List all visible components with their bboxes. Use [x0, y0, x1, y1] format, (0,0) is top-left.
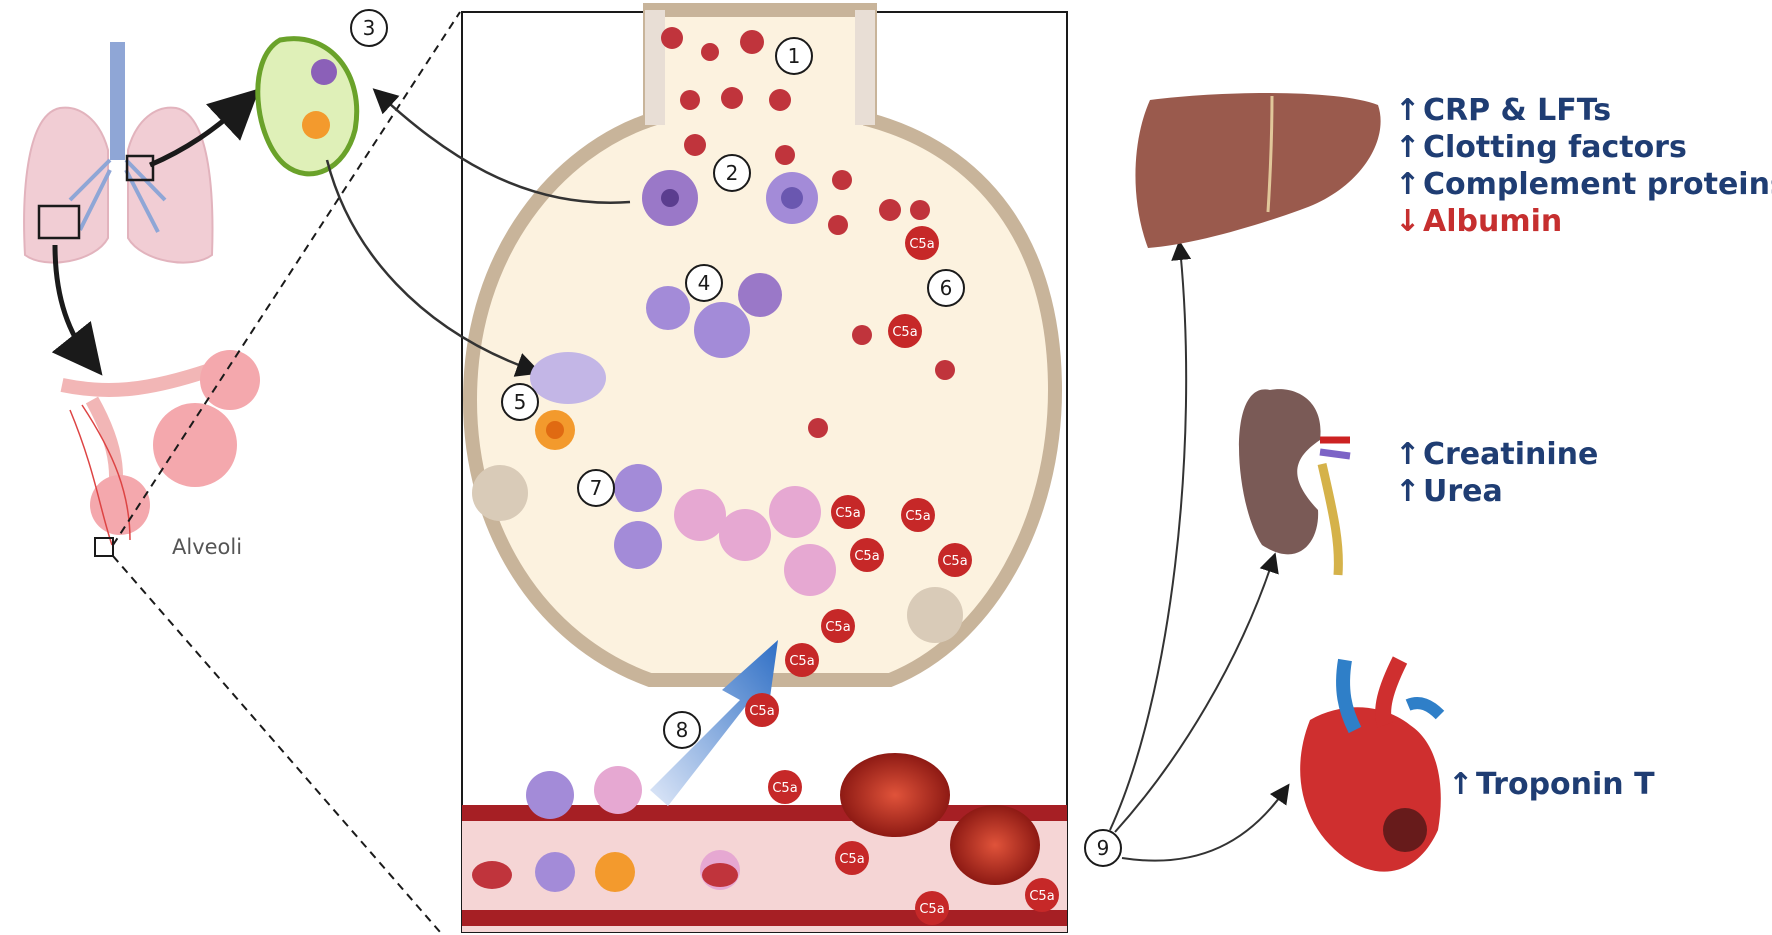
liver-markers: ↑CRP & LFTs ↑Clotting factors ↑Complemen… — [1395, 92, 1772, 240]
c5a-label: C5a — [854, 549, 879, 564]
step-number: 1 — [788, 44, 801, 68]
c5a-label: C5a — [825, 620, 850, 635]
marker-clotting: ↑Clotting factors — [1395, 130, 1687, 165]
step-number: 2 — [726, 161, 739, 185]
c5a-label: C5a — [789, 654, 814, 669]
immune-cells — [472, 170, 963, 892]
arrow-lung-to-node — [149, 88, 260, 168]
alveoli-caption: Alveoli — [172, 535, 243, 559]
liver-illustration — [1135, 93, 1381, 249]
arrow-lung-to-alveoli — [51, 244, 103, 376]
marker-albumin: ↓Albumin — [1395, 204, 1563, 239]
marker-creatinine: ↑Creatinine — [1395, 437, 1599, 472]
c5a-label: C5a — [942, 554, 967, 569]
step-number: 3 — [363, 16, 376, 40]
c5a-marker: C5a — [745, 693, 779, 727]
step-number: 7 — [590, 476, 603, 500]
c5a-label: C5a — [919, 902, 944, 917]
c5a-marker: C5a — [915, 891, 949, 925]
viruses — [661, 27, 955, 438]
arrow-to-liver — [1109, 240, 1192, 831]
c5a-marker: C5a — [768, 770, 802, 804]
c5a-label: C5a — [835, 506, 860, 521]
c5a-label: C5a — [905, 509, 930, 524]
marker-complement: ↑Complement proteins — [1395, 167, 1772, 202]
kidney-markers: ↑Creatinine ↑Urea — [1395, 436, 1598, 510]
arrow-up-icon: ↑ — [1395, 93, 1421, 128]
c5a-markers: C5a C5a C5a C5a C5a C5a C5a C5a C5a C5a … — [745, 226, 1059, 925]
heart-illustration — [1300, 656, 1445, 872]
marker-crp: ↑CRP & LFTs — [1395, 93, 1612, 128]
marker-troponin: ↑Troponin T — [1448, 767, 1655, 802]
step-number: 8 — [676, 718, 689, 742]
arrow-sac-to-node — [372, 88, 631, 204]
lung-zoom-box-left — [37, 204, 81, 240]
c5a-marker: C5a — [785, 643, 819, 677]
c5a-marker: C5a — [938, 543, 972, 577]
step-number: 9 — [1097, 836, 1110, 860]
arrow-up-icon: ↑ — [1395, 130, 1421, 165]
step-number: 6 — [940, 276, 953, 300]
step-number: 5 — [514, 390, 527, 414]
c5a-marker: C5a — [1025, 878, 1059, 912]
arrow-to-kidney — [1114, 552, 1279, 833]
c5a-label: C5a — [909, 237, 934, 252]
c5a-marker: C5a — [821, 609, 855, 643]
zoom-line-bottom — [112, 555, 441, 933]
c5a-marker: C5a — [850, 538, 884, 572]
arrow-up-icon: ↑ — [1395, 437, 1421, 472]
c5a-label: C5a — [892, 325, 917, 340]
c5a-label: C5a — [1029, 889, 1054, 904]
alveoli-illustration — [60, 350, 260, 557]
c5a-marker: C5a — [905, 226, 939, 260]
arrow-up-icon: ↑ — [1448, 767, 1474, 802]
leak-arrow — [650, 640, 778, 806]
kidney-illustration — [1238, 389, 1351, 576]
lungs-illustration — [23, 42, 214, 264]
alveoli-zoom-box — [94, 537, 114, 557]
arrow-up-icon: ↑ — [1395, 474, 1421, 509]
c5a-label: C5a — [772, 781, 797, 796]
blood-clots — [840, 753, 1040, 885]
marker-urea: ↑Urea — [1395, 474, 1503, 509]
step-markers: 1 2 3 4 5 6 7 8 9 — [350, 9, 1122, 867]
lung-zoom-box-right — [125, 154, 155, 182]
arrow-down-icon: ↓ — [1395, 204, 1421, 239]
c5a-label: C5a — [839, 852, 864, 867]
arrow-up-icon: ↑ — [1395, 167, 1421, 202]
c5a-marker: C5a — [901, 498, 935, 532]
heart-markers: ↑Troponin T — [1448, 766, 1655, 803]
arrow-to-heart — [1121, 783, 1290, 862]
arrow-node-to-cell — [325, 159, 542, 377]
c5a-marker: C5a — [835, 841, 869, 875]
c5a-label: C5a — [749, 704, 774, 719]
c5a-marker: C5a — [831, 495, 865, 529]
lymph-node — [255, 36, 360, 177]
step-number: 4 — [698, 271, 711, 295]
c5a-marker: C5a — [888, 314, 922, 348]
